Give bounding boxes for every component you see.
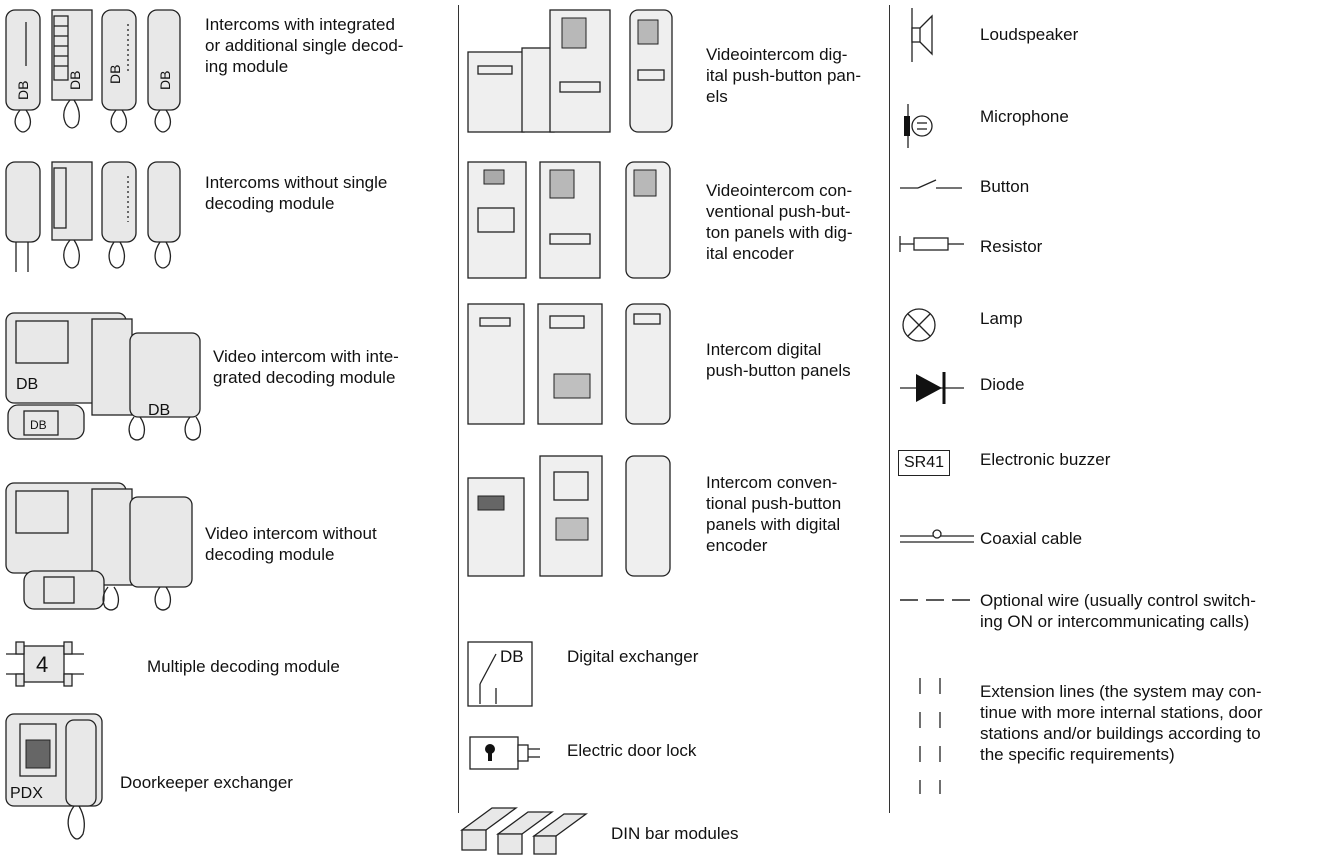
- doorkeeper-exchanger-icon: PDX: [4, 710, 109, 856]
- buzzer-icon: SR41: [898, 450, 951, 476]
- svg-text:DB: DB: [30, 418, 47, 432]
- video-digital-label: Videointercom dig- ital push-button pan-…: [706, 45, 861, 106]
- lamp-icon: [900, 306, 940, 346]
- intercom-integrated-label: Intercoms with integrated or additional …: [205, 15, 404, 76]
- module-number: 4: [36, 652, 48, 677]
- loudspeaker-label: Loudspeaker: [980, 25, 1079, 44]
- resistor-label: Resistor: [980, 237, 1043, 256]
- video-intercom-icon: [4, 475, 199, 613]
- resistor-icon: [898, 232, 968, 256]
- buzzer-label: Electronic buzzer: [980, 450, 1111, 469]
- button-symbol-icon: [898, 176, 968, 196]
- diode-label: Diode: [980, 375, 1025, 394]
- multiple-decoding-module-icon: 4: [6, 640, 86, 690]
- video-without-label: Video intercom without decoding module: [205, 524, 377, 564]
- intercom-conventional-panels-icon: [466, 454, 676, 580]
- intercom-digital-label: Intercom digital push-button panels: [706, 340, 851, 380]
- coax-label: Coaxial cable: [980, 529, 1083, 548]
- digital-exchanger-icon: DB: [466, 640, 538, 712]
- microphone-icon: [898, 104, 938, 148]
- loudspeaker-icon: [898, 8, 938, 62]
- video-integrated-label: Video intercom with inte- grated decodin…: [213, 347, 399, 387]
- button-label: Button: [980, 177, 1030, 196]
- multiple-module-label: Multiple decoding module: [147, 657, 340, 676]
- separator-left: [458, 5, 459, 813]
- svg-text:DB: DB: [67, 71, 83, 90]
- diode-icon: [898, 370, 968, 406]
- din-bar-modules-icon: [458, 800, 588, 858]
- intercom-conventional-label: Intercom conven- tional push-button pane…: [706, 473, 842, 555]
- video-digital-panels-icon: [466, 8, 676, 134]
- doorkeeper-label: Doorkeeper exchanger: [120, 773, 293, 792]
- svg-text:DB: DB: [148, 402, 170, 419]
- db-badge: DB: [500, 647, 524, 666]
- video-conventional-label: Videointercom con- ventional push-but- t…: [706, 181, 853, 263]
- svg-text:DB: DB: [16, 376, 38, 393]
- intercom-handsets-icon: [2, 158, 187, 280]
- extension-lines-icon: [910, 678, 950, 796]
- coaxial-cable-icon: [898, 528, 978, 548]
- optional-wire-icon: [898, 594, 978, 606]
- intercom-without-label: Intercoms without single decoding module: [205, 173, 388, 213]
- door-lock-label: Electric door lock: [567, 741, 697, 760]
- din-modules-label: DIN bar modules: [611, 824, 739, 843]
- buzzer-code-box: SR41: [898, 450, 951, 476]
- separator-right: [889, 5, 890, 813]
- intercom-handsets-db-icon: DB DB DB DB: [2, 4, 187, 136]
- door-lock-icon: [468, 733, 548, 773]
- lamp-label: Lamp: [980, 309, 1023, 328]
- svg-text:DB: DB: [157, 71, 173, 90]
- video-conventional-panels-icon: [466, 160, 676, 282]
- optional-wire-label: Optional wire (usually control switch- i…: [980, 591, 1256, 631]
- video-intercom-db-icon: DB DB DB: [4, 305, 209, 443]
- svg-text:DB: DB: [107, 65, 123, 84]
- extension-label: Extension lines (the system may con- tin…: [980, 682, 1263, 764]
- svg-text:DB: DB: [15, 81, 31, 100]
- digital-exchanger-label: Digital exchanger: [567, 647, 699, 666]
- intercom-digital-panels-icon: [466, 302, 676, 428]
- pdx-badge: PDX: [10, 785, 43, 802]
- microphone-label: Microphone: [980, 107, 1069, 126]
